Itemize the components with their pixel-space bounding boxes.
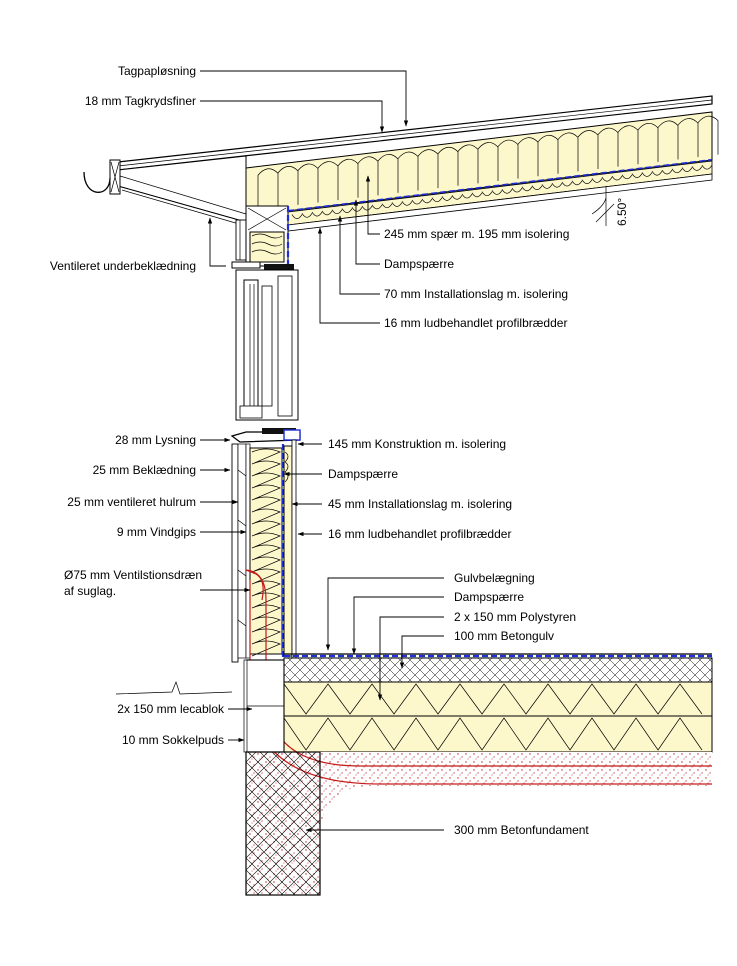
roof-assembly xyxy=(83,95,719,232)
label-lecablok: 2x 150 mm lecablok xyxy=(117,702,225,716)
label-draen-line2: af suglag. xyxy=(64,584,116,598)
wall-upper xyxy=(231,205,294,272)
label-angle: 6.50° xyxy=(615,198,629,226)
sokkel-plaster xyxy=(243,659,248,753)
label-draen-line1: Ø75 mm Ventilstionsdræn xyxy=(64,568,202,582)
label-roof-dampspaerre: Dampspærre xyxy=(384,257,454,271)
wall-cladding xyxy=(231,443,239,663)
label-konstruktion: 145 mm Konstruktion m. isolering xyxy=(328,437,506,451)
label-sokkelpuds: 10 mm Sokkelpuds xyxy=(122,733,224,747)
gutter xyxy=(83,171,111,193)
label-underbeklaedning: Ventileret underbeklædning xyxy=(50,259,196,273)
label-wall-dampspaerre: Dampspærre xyxy=(328,467,398,481)
wall-lower xyxy=(231,439,297,663)
label-floor-dampspaerre: Dampspærre xyxy=(454,590,524,604)
foundation xyxy=(115,659,321,896)
window xyxy=(230,269,301,443)
label-vindgips: 9 mm Vindgips xyxy=(117,525,196,539)
label-gulvbelaegning: Gulvbelægning xyxy=(454,571,535,585)
label-betongulv: 100 mm Betongulv xyxy=(454,629,554,643)
leader-lines xyxy=(200,70,444,833)
label-wall-profilbraedder: 16 mm ludbehandlet profilbrædder xyxy=(328,527,511,541)
label-tagkrydsfiner: 18 mm Tagkrydsfiner xyxy=(85,94,196,108)
concrete-foundation xyxy=(245,751,321,896)
roof-vapor-barrier xyxy=(287,158,713,213)
label-hulrum: 25 mm ventileret hulrum xyxy=(67,495,196,509)
polystyrene-layer-1 xyxy=(283,681,713,717)
label-tagpap: Tagpapløsning xyxy=(118,64,196,78)
label-spaer: 245 mm spær m. 195 mm isolering xyxy=(384,227,569,241)
labels: Tagpapløsning 18 mm Tagkrydsfiner Ventil… xyxy=(50,64,629,837)
label-roof-installationslag: 70 mm Installationslag m. isolering xyxy=(384,287,568,301)
label-betonfundament: 300 mm Betonfundament xyxy=(454,823,589,837)
label-wall-installationslag: 45 mm Installationslag m. isolering xyxy=(328,497,512,511)
label-roof-profilbraedder: 16 mm ludbehandlet profilbrædder xyxy=(384,316,567,330)
concrete-floor-slab xyxy=(283,657,713,683)
label-polystyren: 2 x 150 mm Polystyren xyxy=(454,610,576,624)
roof-insulation-batts xyxy=(257,115,719,210)
label-lysning: 28 mm Lysning xyxy=(115,433,196,447)
label-beklaedning: 25 mm Beklædning xyxy=(93,463,196,477)
polystyrene-layer-2 xyxy=(283,715,713,753)
